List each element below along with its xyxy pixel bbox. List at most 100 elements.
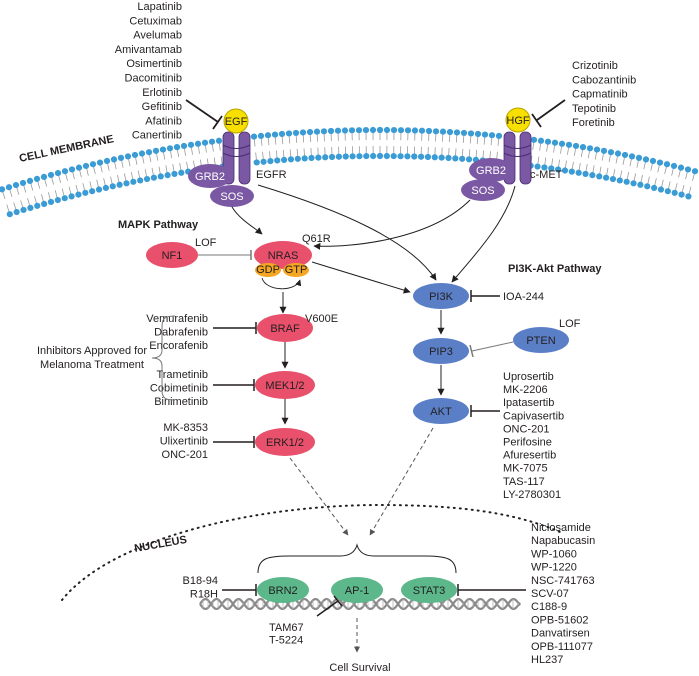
lipid-tail bbox=[149, 155, 154, 175]
pi3k-pathway-title: PI3K-Akt Pathway bbox=[508, 263, 602, 275]
lipid-head bbox=[561, 167, 569, 174]
braf-inhibitor-2: Dabrafenib bbox=[154, 327, 208, 339]
lipid-head bbox=[541, 164, 548, 171]
lipid-head bbox=[89, 188, 96, 195]
lipid-head bbox=[663, 161, 671, 168]
lipid-head bbox=[327, 127, 335, 135]
lipid-head bbox=[390, 126, 398, 134]
lipid-head bbox=[670, 162, 678, 170]
lipid-head bbox=[579, 144, 587, 151]
akt-inhibitor-list: UprosertibMK-2206IpatasertibCapivasertib… bbox=[503, 371, 564, 501]
lipid-tail bbox=[420, 133, 423, 154]
lipid-head bbox=[642, 156, 650, 163]
nf1-lof-label: LOF bbox=[195, 237, 217, 249]
lipid-head bbox=[474, 130, 482, 138]
grb2-right-node bbox=[469, 158, 513, 182]
lipid-tail bbox=[620, 157, 625, 178]
lipid-tail bbox=[2, 192, 10, 212]
lipid-head bbox=[609, 175, 617, 183]
lipid-tail bbox=[681, 172, 688, 192]
lipid-head bbox=[117, 154, 125, 161]
lipid-tail bbox=[640, 162, 646, 182]
lipid-tail bbox=[448, 135, 451, 156]
lipid-tail bbox=[344, 133, 347, 154]
lipid-head bbox=[349, 153, 356, 160]
cmet-inhibition-bar bbox=[531, 113, 542, 128]
lipid-tail bbox=[441, 134, 444, 155]
lipid-tail bbox=[274, 137, 278, 158]
lipid-tail bbox=[626, 159, 632, 179]
lipid-head bbox=[355, 127, 363, 134]
lipid-tail bbox=[184, 148, 189, 169]
ap1-label: AP-1 bbox=[345, 585, 369, 597]
stat3-inhibitor-11: HL237 bbox=[531, 654, 563, 666]
lipid-tail bbox=[79, 170, 85, 191]
lipid-tail bbox=[93, 167, 99, 187]
lipid-head bbox=[432, 128, 440, 135]
lipid-head bbox=[6, 211, 13, 218]
lipid-head bbox=[438, 154, 445, 161]
sos-left-node bbox=[210, 185, 254, 207]
lipid-tail bbox=[571, 148, 576, 169]
akt-inhibitor-1: Uprosertib bbox=[503, 371, 554, 383]
pten-lof-label: LOF bbox=[559, 318, 581, 330]
lipid-tail bbox=[613, 156, 618, 177]
stat3-node bbox=[401, 577, 457, 603]
hgf-ligand bbox=[505, 107, 531, 133]
nf1-node bbox=[146, 242, 198, 268]
stat3-inhibitor-3: WP-1060 bbox=[531, 548, 577, 560]
egfr-inhibitor-6: Dacomitinib bbox=[125, 73, 182, 85]
lipid-tail bbox=[177, 150, 182, 170]
cmet-to-pi3k-arrow bbox=[451, 185, 516, 283]
lipid-tail bbox=[496, 138, 500, 159]
cmet-inhibitor-2: Cabozantinib bbox=[572, 74, 636, 86]
akt-node bbox=[413, 398, 469, 424]
lipid-head bbox=[530, 136, 538, 143]
akt-inhibitor-6: Perifosine bbox=[503, 437, 552, 449]
lipid-tail bbox=[316, 134, 319, 155]
lipid-head bbox=[445, 154, 452, 162]
lipid-tail bbox=[668, 168, 674, 189]
cell-survival-label: Cell Survival bbox=[329, 662, 390, 674]
braf-label: BRAF bbox=[270, 323, 300, 335]
lipid-head bbox=[544, 138, 552, 145]
stat3-inhibitor-7: C188-9 bbox=[531, 601, 567, 613]
lipid-head bbox=[34, 202, 41, 209]
lipid-head bbox=[459, 155, 466, 162]
cmet-inhibitor-5: Foretinib bbox=[572, 117, 615, 129]
egfr-inhibitor-9: Afatinib bbox=[145, 115, 182, 127]
lipid-head bbox=[40, 173, 48, 181]
lipid-head bbox=[89, 161, 97, 168]
braf-inhibitor-1: Vemurafenib bbox=[146, 313, 208, 325]
lipid-head bbox=[328, 153, 336, 161]
lipid-head bbox=[257, 132, 265, 139]
lipid-head bbox=[411, 127, 419, 134]
lipid-head bbox=[137, 177, 144, 184]
lipid-tail bbox=[219, 143, 223, 164]
mek-inhibitor-1: Trametinib bbox=[156, 369, 208, 381]
lipid-tail bbox=[205, 145, 209, 166]
lipid-head bbox=[418, 127, 426, 134]
sos-to-nras-arrow bbox=[231, 206, 263, 235]
brn2-inhibitor-2: R18H bbox=[190, 589, 218, 601]
akt-inhibitor-5: ONC-201 bbox=[503, 423, 549, 435]
stat3-inhibitor-6: SCV-07 bbox=[531, 588, 569, 600]
stat3-inhibitor-list: NiclosamideNapabucasinWP-1060WP-1220NSC-… bbox=[531, 522, 595, 666]
stat3-inhibitor-2: Napabucasin bbox=[531, 535, 595, 547]
lipid-head bbox=[664, 188, 671, 195]
egf-label: EGF bbox=[225, 116, 248, 128]
lipid-head bbox=[616, 177, 623, 184]
lipid-tail bbox=[530, 142, 535, 163]
erk-inhibitor-1: MK-8353 bbox=[163, 422, 208, 434]
lipid-tail bbox=[489, 138, 493, 159]
lipid-head bbox=[341, 127, 349, 134]
lipid-head bbox=[61, 168, 69, 175]
egfr-inhibitor-4: Amivantamab bbox=[115, 44, 182, 56]
lipid-head bbox=[348, 127, 356, 134]
lipid-head bbox=[460, 129, 468, 137]
lipid-head bbox=[376, 152, 384, 160]
lipid-tail bbox=[267, 138, 271, 159]
lipid-head bbox=[68, 166, 76, 173]
